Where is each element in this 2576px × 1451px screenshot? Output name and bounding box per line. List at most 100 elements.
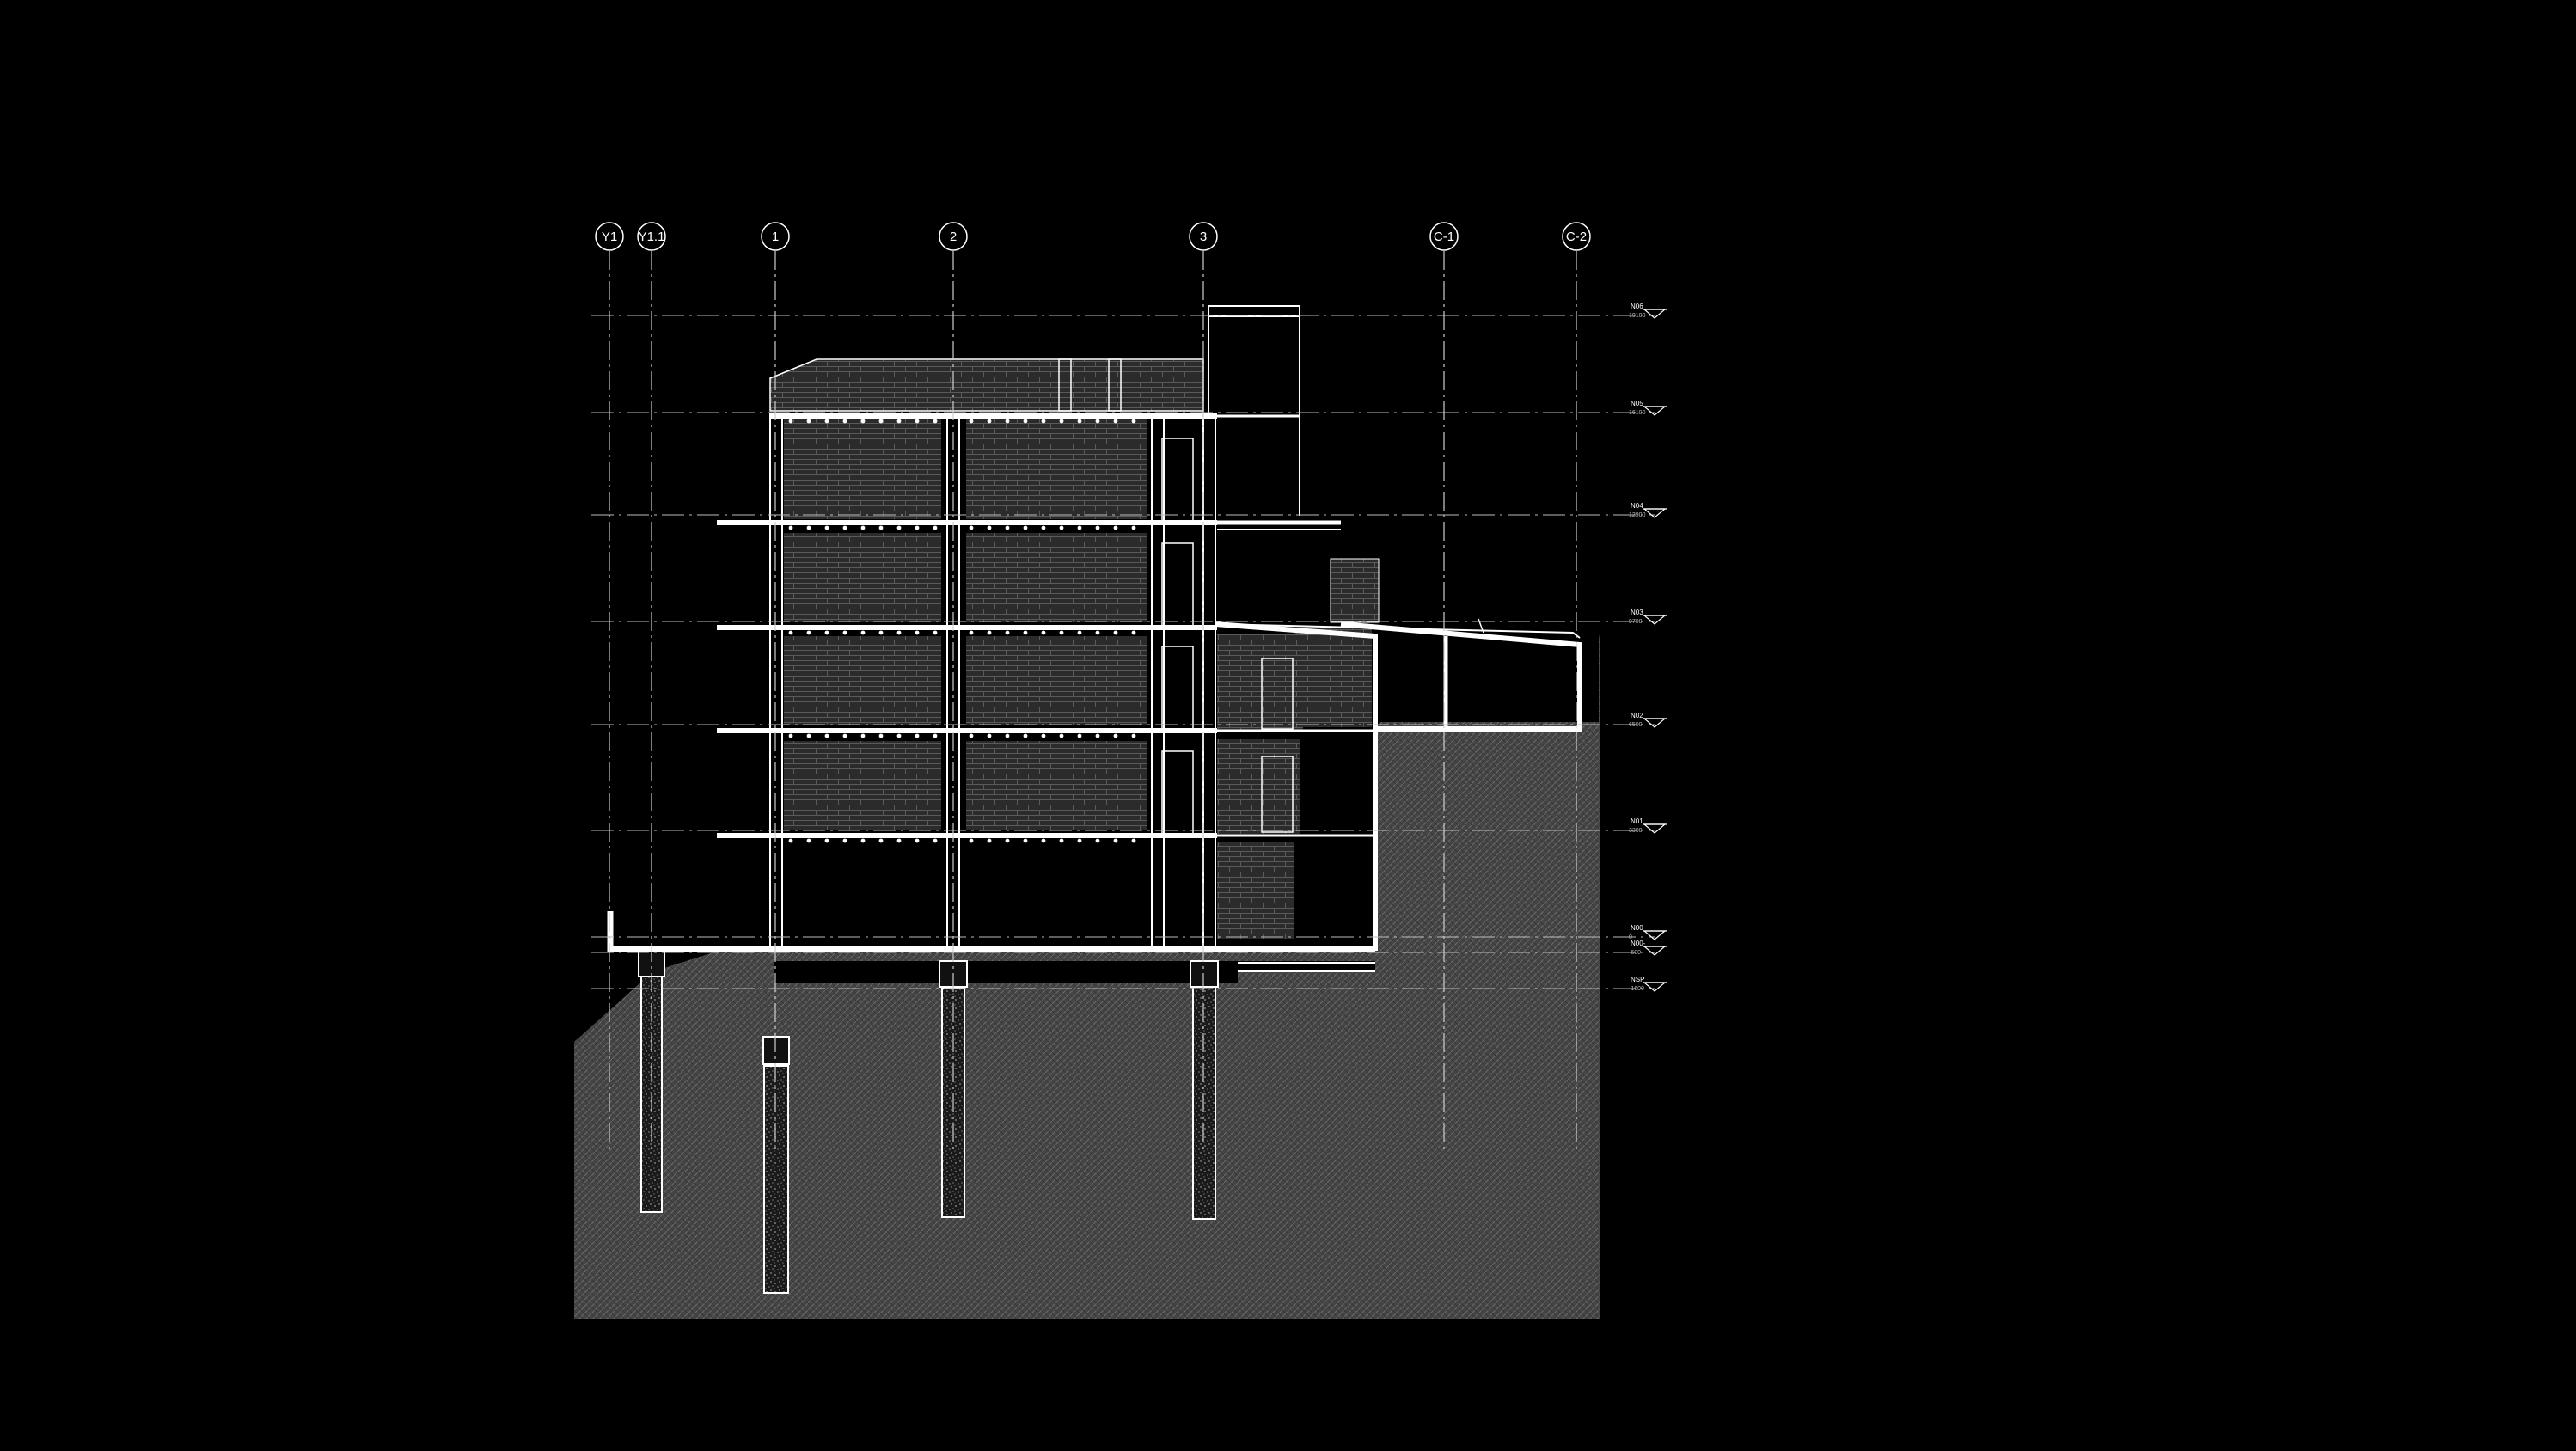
grid-axis-label: Y1	[602, 230, 617, 244]
beam-marker	[896, 419, 902, 424]
grid-axis-label: 2	[950, 230, 957, 244]
level-name: NSP	[1631, 976, 1644, 983]
beam-marker	[1023, 630, 1028, 635]
beam-marker	[1005, 630, 1010, 635]
level-name: N05	[1631, 400, 1643, 407]
beam-marker	[1077, 525, 1082, 530]
beam-marker	[969, 838, 974, 843]
beam-marker	[1023, 838, 1028, 843]
beam-marker	[788, 733, 793, 738]
beam-marker	[1113, 733, 1118, 738]
beam-marker	[1131, 630, 1136, 635]
level-elevation: 16100	[1629, 410, 1646, 416]
grid-bubble	[761, 222, 790, 251]
beam-marker	[1077, 733, 1082, 738]
beam-marker	[1041, 419, 1046, 424]
beam-marker	[933, 733, 938, 738]
beam-marker	[860, 419, 866, 424]
beam-marker	[878, 419, 884, 424]
beam-marker	[842, 733, 847, 738]
grid-bubble	[939, 222, 968, 251]
beam-marker	[1131, 525, 1136, 530]
brick-walls	[769, 358, 1380, 939]
level-elevation: 12900	[1629, 512, 1646, 518]
beam-marker	[1131, 733, 1136, 738]
grid-bubble	[595, 222, 624, 251]
beam-marker	[1005, 838, 1010, 843]
beam-marker	[806, 525, 811, 530]
beam-marker	[878, 838, 884, 843]
level-elevation: -600	[1629, 950, 1641, 956]
level-marker-icon	[1643, 930, 1667, 940]
beam-marker	[806, 630, 811, 635]
level-marker-icon	[1643, 982, 1667, 992]
beam-marker	[806, 733, 811, 738]
level-name: N03	[1631, 609, 1643, 616]
beam-marker	[969, 419, 974, 424]
grid-axis-label: Y1.1	[639, 230, 665, 244]
beam-marker	[1059, 419, 1064, 424]
beam-marker	[842, 838, 847, 843]
level-lines: N0619100N0516100N0412900N039700N026500N0…	[591, 303, 1667, 992]
beam-marker	[933, 525, 938, 530]
beam-marker	[860, 525, 866, 530]
level-marker-icon	[1643, 406, 1667, 416]
level-marker-icon	[1643, 718, 1667, 728]
grid-axis-label: C-1	[1434, 230, 1454, 244]
ground-hatch	[574, 632, 1600, 1319]
beam-marker	[788, 419, 793, 424]
beam-marker	[915, 419, 920, 424]
beam-marker	[788, 838, 793, 843]
level-name: N01	[1631, 817, 1643, 825]
pile-cap-1	[762, 1036, 790, 1065]
beam-marker	[1077, 630, 1082, 635]
beam-marker	[987, 630, 992, 635]
beam-marker	[1023, 525, 1028, 530]
structure	[607, 305, 1582, 972]
beam-marker	[933, 419, 938, 424]
beam-marker	[1005, 733, 1010, 738]
beam-marker	[1113, 419, 1118, 424]
beam-marker	[842, 630, 847, 635]
beam-marker	[1005, 419, 1010, 424]
grid-axis-Y1.1: Y1.1	[637, 222, 666, 1152]
beam-marker	[915, 733, 920, 738]
beam-marker	[1077, 838, 1082, 843]
level-marker-icon	[1643, 946, 1667, 956]
beam-marker	[987, 525, 992, 530]
beam-marker	[915, 630, 920, 635]
level-N00-: N00--600	[591, 940, 1667, 956]
beam-marker	[878, 630, 884, 635]
beam-marker	[896, 630, 902, 635]
grid-axis-label: 1	[772, 230, 779, 244]
beam-marker	[806, 419, 811, 424]
level-name: N06	[1631, 303, 1643, 310]
grid-bubble	[637, 222, 666, 251]
level-elevation: -1600	[1629, 986, 1644, 992]
grid-axis-label: C-2	[1566, 230, 1587, 244]
beam-marker	[860, 838, 866, 843]
beam-marker	[860, 630, 866, 635]
beam-marker	[1095, 630, 1100, 635]
beam-marker	[933, 838, 938, 843]
beam-marker	[1131, 838, 1136, 843]
beam-marker	[806, 838, 811, 843]
level-name: N02	[1631, 712, 1643, 719]
beam-marker	[824, 733, 829, 738]
beam-marker	[1059, 630, 1064, 635]
beam-marker	[1059, 733, 1064, 738]
beam-marker	[1041, 733, 1046, 738]
beam-marker	[1059, 838, 1064, 843]
beam-marker	[878, 733, 884, 738]
beam-marker	[842, 525, 847, 530]
beam-marker	[878, 525, 884, 530]
level-marker-icon	[1643, 823, 1667, 834]
level-marker-icon	[1643, 309, 1667, 319]
beam-marker	[860, 733, 866, 738]
beam-marker	[1095, 838, 1100, 843]
beam-marker	[1023, 419, 1028, 424]
beam-marker	[1041, 630, 1046, 635]
pile-cap-3	[1190, 960, 1219, 988]
